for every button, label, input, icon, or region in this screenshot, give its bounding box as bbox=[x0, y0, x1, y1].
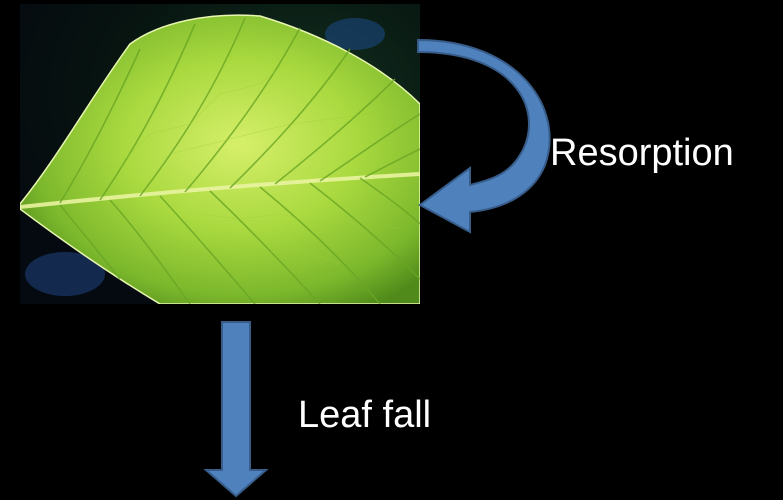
curved-arrow-icon bbox=[418, 40, 550, 232]
leaf-fall-label: Leaf fall bbox=[298, 396, 431, 434]
down-arrow-icon bbox=[206, 322, 266, 496]
resorption-label: Resorption bbox=[550, 134, 734, 172]
